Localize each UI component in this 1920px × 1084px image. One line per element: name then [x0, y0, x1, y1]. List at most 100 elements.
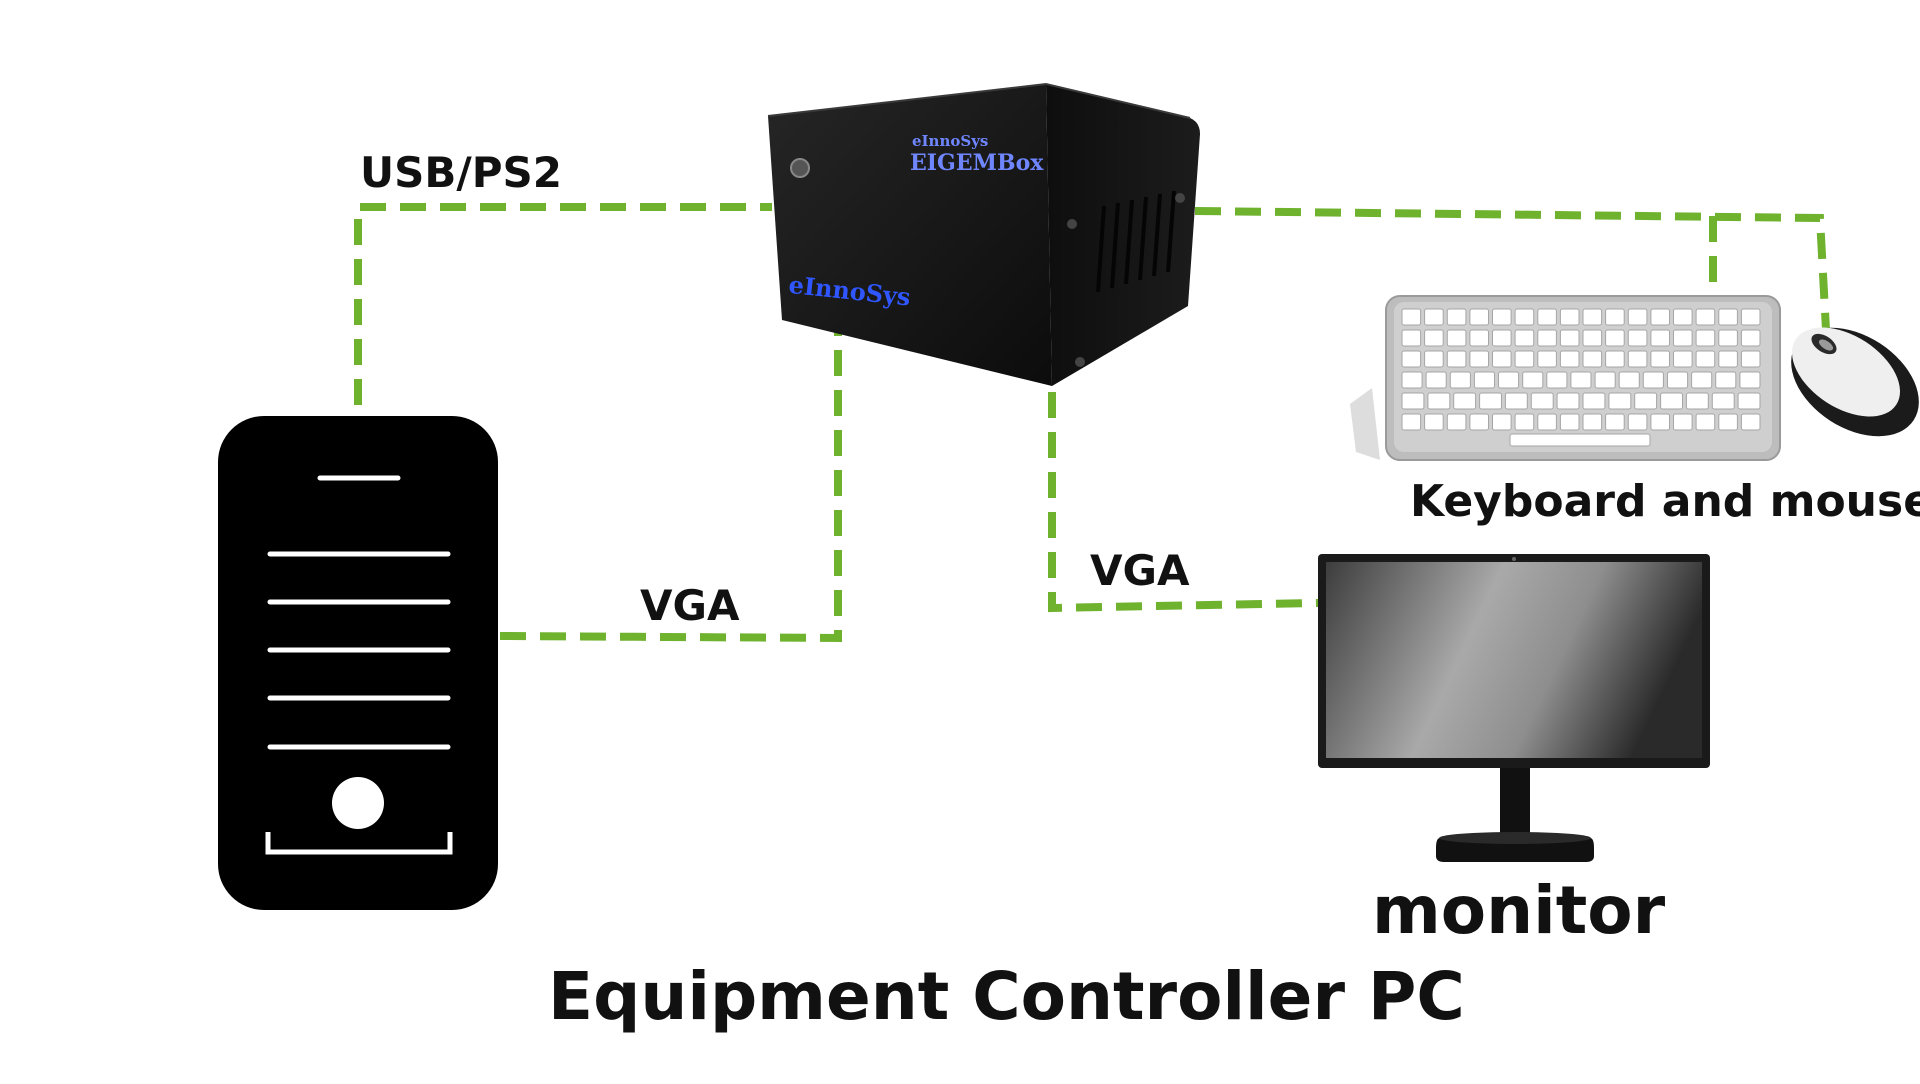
- keyboard-key: [1492, 329, 1512, 347]
- keyboard-mouse-cable: [1194, 207, 1830, 331]
- keyboard-key: [1740, 329, 1761, 347]
- keyboard-key: [1537, 329, 1557, 347]
- keyboard-key: [1618, 371, 1640, 389]
- keyboard-key: [1401, 371, 1423, 389]
- keyboard-key: [1673, 413, 1693, 431]
- keyboard-key: [1446, 350, 1467, 368]
- keyboard-key: [1479, 392, 1502, 410]
- keyboard-key: [1453, 392, 1477, 410]
- keyboard-key: [1650, 413, 1671, 431]
- vga-cable-monitor: [1048, 392, 1319, 613]
- keyboard-key: [1740, 413, 1761, 431]
- keyboard-key: [1559, 413, 1580, 431]
- keyboard-key: [1608, 392, 1632, 410]
- keyboard-key: [1642, 371, 1664, 389]
- keyboard-key: [1605, 329, 1625, 347]
- keyboard-key: [1673, 350, 1693, 368]
- keyboard-key: [1537, 308, 1557, 326]
- keyboard-key: [1469, 308, 1490, 326]
- keyboard-key: [1711, 392, 1735, 410]
- vga-label-right: VGA: [1090, 546, 1190, 595]
- keyboard-key: [1660, 392, 1683, 410]
- keyboard-key: [1469, 413, 1490, 431]
- keyboard-key: [1695, 308, 1716, 326]
- keyboard-key: [1424, 308, 1444, 326]
- vga-label-left: VGA: [640, 581, 740, 630]
- keyboard-key: [1605, 413, 1625, 431]
- keyboard-key: [1718, 413, 1738, 431]
- keyboard-key: [1740, 350, 1761, 368]
- keyboard-key: [1627, 308, 1648, 326]
- keyboard-key: [1627, 413, 1648, 431]
- keyboard-key: [1401, 392, 1425, 410]
- keyboard-key: [1695, 329, 1716, 347]
- keyboard-key: [1546, 371, 1568, 389]
- keyboard-key: [1695, 350, 1716, 368]
- keyboard-key: [1401, 413, 1422, 431]
- keyboard-key: [1582, 413, 1603, 431]
- monitor-label: monitor: [1372, 872, 1666, 949]
- keyboard-key: [1401, 350, 1422, 368]
- keyboard-key: [1650, 350, 1671, 368]
- keyboard-key: [1492, 413, 1512, 431]
- keyboard-key: [1718, 329, 1738, 347]
- pc-tower-icon: [218, 416, 498, 910]
- keyboard-key: [1685, 392, 1709, 410]
- cables: [354, 203, 1830, 643]
- keyboard-key: [1570, 371, 1592, 389]
- keyboard-key: [1537, 350, 1557, 368]
- keyboard-key: [1650, 329, 1671, 347]
- keyboard-key: [1424, 350, 1444, 368]
- keyboard-key: [1530, 392, 1554, 410]
- keyboard-key: [1673, 329, 1693, 347]
- usb-ps2-cable: [354, 203, 772, 405]
- keyboard-key: [1504, 392, 1528, 410]
- keyboard-key: [1627, 329, 1648, 347]
- keyboard-key: [1514, 413, 1535, 431]
- keyboard-key: [1559, 350, 1580, 368]
- keyboard-key: [1627, 350, 1648, 368]
- keyboard-key: [1667, 371, 1689, 389]
- keyboard-key: [1473, 371, 1496, 389]
- keyboard-key: [1446, 308, 1467, 326]
- keyboard-key: [1522, 371, 1544, 389]
- controller-pc-label: Equipment Controller PC: [548, 958, 1465, 1035]
- keyboard-key: [1740, 308, 1761, 326]
- keyboard-spacebar: [1509, 433, 1651, 447]
- keyboard-key: [1469, 329, 1490, 347]
- keyboard-key: [1715, 371, 1737, 389]
- keyboard-key: [1737, 392, 1761, 410]
- keyboard-key: [1582, 308, 1603, 326]
- keyboard-key: [1427, 392, 1451, 410]
- keyboard-key: [1425, 371, 1447, 389]
- keyboard-key: [1718, 350, 1738, 368]
- keyboard-key: [1446, 413, 1467, 431]
- keyboard-key: [1446, 329, 1467, 347]
- keyboard-key: [1514, 329, 1535, 347]
- keyboard-key: [1401, 308, 1422, 326]
- vga-cable-pc: [499, 330, 842, 643]
- keyboard-key: [1673, 308, 1693, 326]
- device-brand-small: eInnoSys: [912, 132, 988, 150]
- keyboard-key: [1514, 308, 1535, 326]
- mouse-icon: [1791, 327, 1919, 437]
- keyboard-key: [1424, 413, 1444, 431]
- keyboard-key: [1492, 350, 1512, 368]
- keyboard-key: [1559, 308, 1580, 326]
- keyboard-icon: [1350, 295, 1781, 461]
- keyboard-key: [1537, 413, 1557, 431]
- keyboard-key: [1582, 392, 1606, 410]
- keyboard-key: [1559, 329, 1580, 347]
- keyboard-key: [1556, 392, 1580, 410]
- keyboard-key: [1594, 371, 1616, 389]
- keyboard-key: [1449, 371, 1471, 389]
- vent-slots: [1096, 190, 1176, 293]
- keyboard-key: [1605, 308, 1625, 326]
- keyboard-key: [1691, 371, 1713, 389]
- keyboard-key: [1582, 329, 1603, 347]
- keyboard-key: [1739, 371, 1761, 389]
- keyboard-key: [1424, 329, 1444, 347]
- device-product-name: EIGEMBox: [910, 150, 1044, 176]
- keyboard-key: [1718, 308, 1738, 326]
